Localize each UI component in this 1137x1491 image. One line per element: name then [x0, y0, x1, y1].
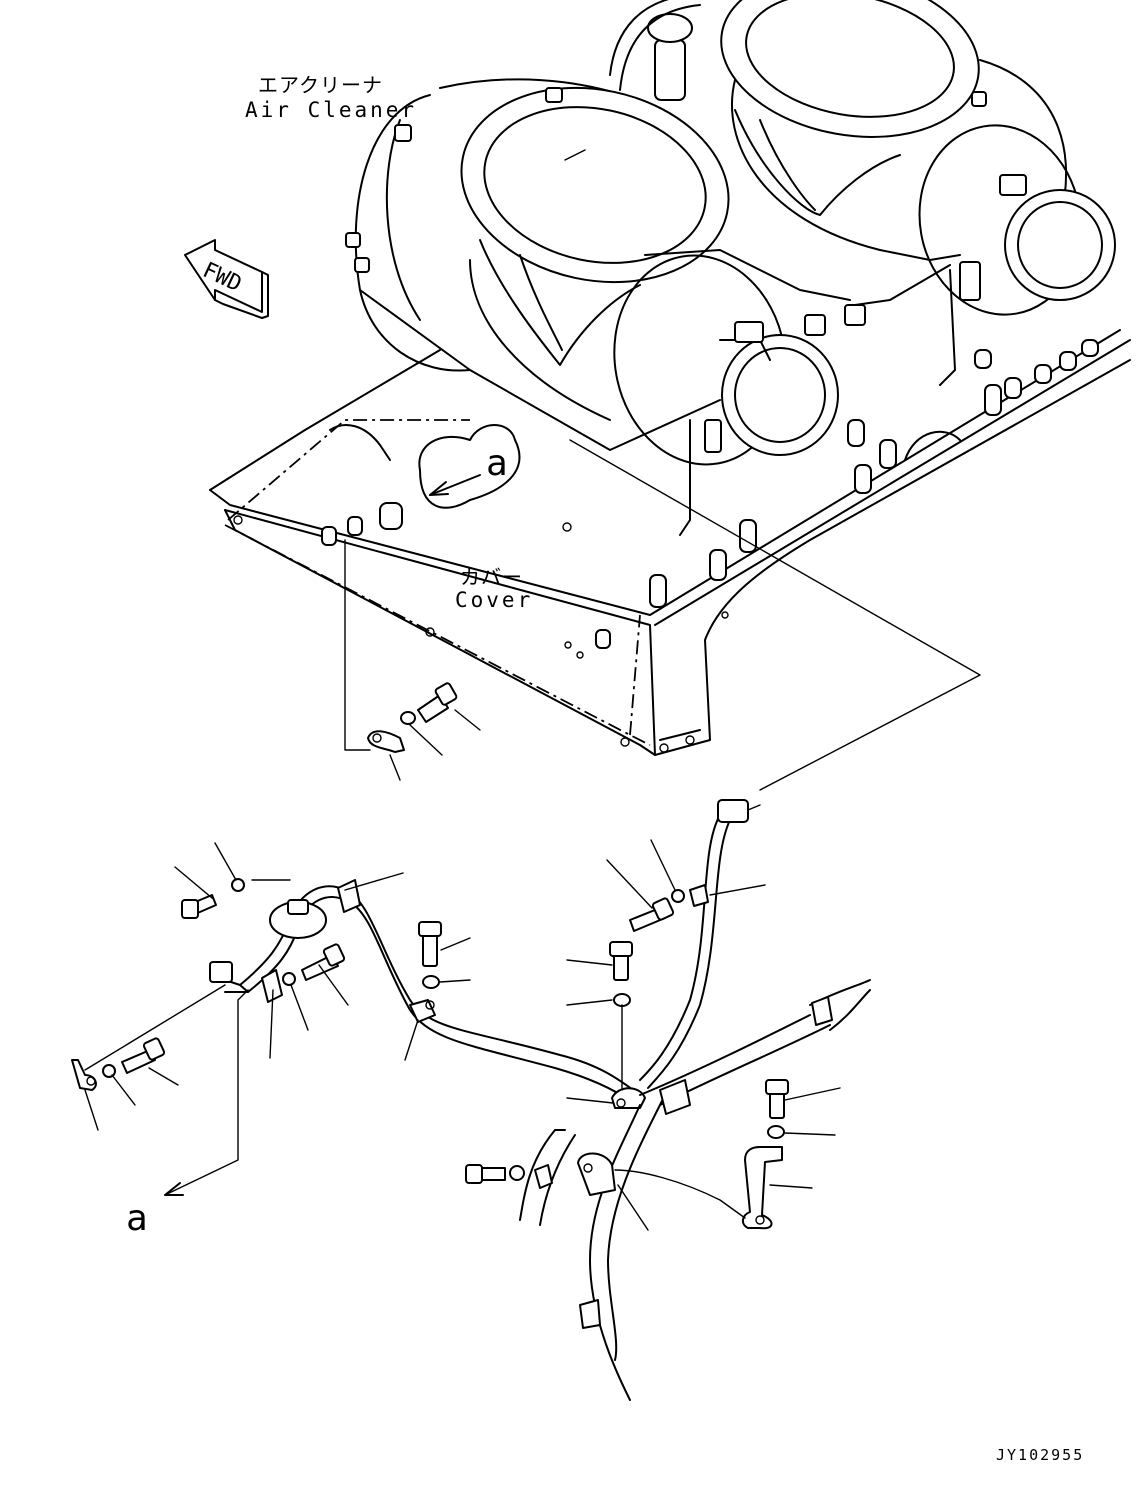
callout-a-bottom-label: a: [126, 1198, 148, 1239]
cover-label-jp: カバー: [460, 565, 523, 589]
harness-assembly: a: [71, 799, 766, 1239]
leader-lines: [344, 439, 981, 791]
cover-label-en: Cover: [455, 588, 533, 612]
air-cleaner-label-en: Air Cleaner: [245, 98, 417, 122]
fwd-arrow-icon: FWD: [184, 239, 269, 319]
frame-plate: [209, 261, 1131, 756]
callout-a-top-label: a: [486, 443, 508, 484]
air-cleaner-assembly: [345, 0, 1116, 466]
cover-fasteners: [367, 682, 481, 781]
callout-a-top: a: [321, 424, 521, 546]
lower-hose-bracket: [465, 979, 871, 1401]
cover-outline: [224, 419, 651, 746]
air-cleaner-label-jp: エアクリーナ: [258, 73, 383, 97]
frame-spacers: [595, 339, 1099, 649]
drawing-id: JY102955: [996, 1446, 1084, 1464]
